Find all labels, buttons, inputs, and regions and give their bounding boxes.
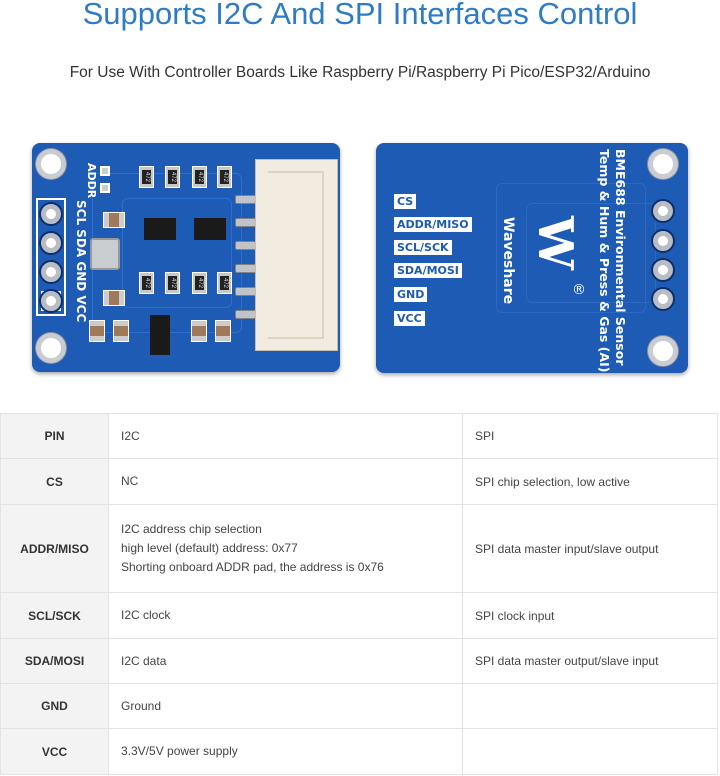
table-row: SCL/SCK I2C clock SPI clock input [0, 592, 718, 639]
front-board-image: SCL SDA GND VCC ADDR 472 472 472 472 472… [32, 143, 340, 372]
pcb-trace [526, 203, 656, 303]
product-name-line1: BME688 Environmental Sensor [613, 149, 628, 366]
waveshare-logo: W [526, 216, 583, 270]
i2c-description: 3.3V/5V power supply [121, 744, 238, 758]
addr-pad [100, 166, 110, 176]
table-row: PIN I2C SPI [0, 413, 718, 459]
connector-inner [268, 171, 324, 339]
i2c-description: I2C clock [121, 608, 171, 622]
pin-label-gnd: GND [394, 287, 428, 302]
resistor: 472 [192, 166, 207, 188]
mounting-hole [648, 336, 678, 366]
header-pin-hole [653, 231, 673, 251]
resistor: 472 [165, 166, 180, 188]
pin-name-cell: GND [0, 683, 109, 729]
i2c-description: I2C [121, 428, 140, 443]
pcb-trace [496, 183, 646, 313]
mounting-hole [648, 149, 678, 179]
bme688-sensor [90, 238, 120, 270]
pin-name-cell: VCC [0, 728, 109, 775]
i2c-cell: I2C address chip selection high level (de… [108, 504, 463, 593]
header-pin-hole [653, 289, 673, 309]
resistor: 472 [217, 272, 232, 294]
pin-label-scl-sck: SCL/SCK [394, 240, 452, 255]
capacitor [89, 320, 105, 342]
pin-name-cell: PIN [0, 413, 109, 459]
spi-cell [462, 683, 718, 729]
regulator-chip [150, 315, 170, 355]
spi-cell: SPI chip selection, low active [462, 458, 718, 505]
pin-name-cell: SCL/SCK [0, 592, 109, 639]
pin-name-cell: ADDR/MISO [0, 504, 109, 593]
table-row: SDA/MOSI I2C data SPI data master output/s… [0, 638, 718, 684]
header-outline [36, 198, 66, 316]
pin-label-sda-mosi: SDA/MOSI [394, 263, 462, 278]
i2c-cell: Ground [108, 683, 463, 729]
addr-pad [100, 183, 110, 193]
pin-name-cell: SDA/MOSI [0, 638, 109, 684]
page-subtitle: For Use With Controller Boards Like Rasp… [69, 64, 651, 81]
spi-cell: SPI data master input/slave output [462, 504, 718, 593]
resistor: 472 [192, 272, 207, 294]
spi-cell: SPI [462, 413, 718, 459]
pin-label-cs: CS [394, 194, 417, 209]
i2c-cell: NC [108, 458, 463, 505]
i2c-description: high level (default) address: 0x77 [121, 541, 298, 555]
i2c-description: Shorting onboard ADDR pad, the address i… [121, 560, 384, 574]
capacitor [191, 320, 207, 342]
header-pin-hole [41, 262, 61, 282]
resistor: 472 [165, 272, 180, 294]
chip [194, 218, 226, 240]
pcb-trace [122, 198, 232, 308]
header-pin-hole [41, 204, 61, 224]
i2c-cell: 3.3V/5V power supply [108, 728, 463, 775]
capacitor [103, 290, 125, 306]
i2c-description: I2C address chip selection [121, 522, 262, 536]
pin-name-cell: CS [0, 458, 109, 505]
pin-label-vcc: VCC [394, 311, 425, 326]
table-row: CS NC SPI chip selection, low active [0, 458, 718, 505]
mounting-hole [36, 333, 66, 363]
header-pin-hole [41, 233, 61, 253]
header-pin-hole [41, 291, 61, 311]
resistor: 472 [217, 166, 232, 188]
registered-mark: ® [572, 282, 586, 298]
pin-label-addr-miso: ADDR/MISO [394, 217, 472, 232]
brand-text: Waveshare [500, 217, 516, 305]
spi-cell [462, 728, 718, 775]
i2c-description: I2C data [121, 653, 167, 668]
spi-cell: SPI data master output/slave input [462, 638, 718, 684]
table-row: VCC 3.3V/5V power supply [0, 728, 718, 775]
mounting-hole [36, 149, 66, 179]
i2c-cell: I2C data [108, 638, 463, 684]
product-name-line2: Temp & Hum & Press & Gas (AI) [597, 149, 612, 373]
header-pin-hole [653, 260, 673, 280]
addr-label: ADDR [85, 163, 98, 199]
i2c-cell: I2C clock [108, 592, 463, 639]
pin-labels: SCL SDA GND VCC [74, 200, 88, 323]
i2c-cell: I2C [108, 413, 463, 459]
pin-table: PIN I2C SPI CS NC SPI chip selection, low act… [0, 413, 718, 775]
capacitor [215, 320, 231, 342]
resistor: 472 [139, 272, 154, 294]
table-row: ADDR/MISO I2C address chip selection high … [0, 504, 718, 593]
capacitor [113, 320, 129, 342]
table-row: GND Ground [0, 683, 718, 729]
i2c-description: NC [121, 474, 139, 488]
i2c-description: Ground [121, 698, 162, 713]
page-title: Supports I2C And SPI Interfaces Control [82, 0, 638, 31]
header-pin-hole [653, 201, 673, 221]
resistor: 472 [139, 166, 154, 188]
spi-cell: SPI clock input [462, 592, 718, 639]
connector [255, 159, 338, 351]
back-board-image: CS ADDR/MISO SCL/SCK SDA/MOSI GND VCC Wa… [376, 143, 688, 373]
capacitor [103, 212, 125, 228]
chip [144, 218, 176, 240]
